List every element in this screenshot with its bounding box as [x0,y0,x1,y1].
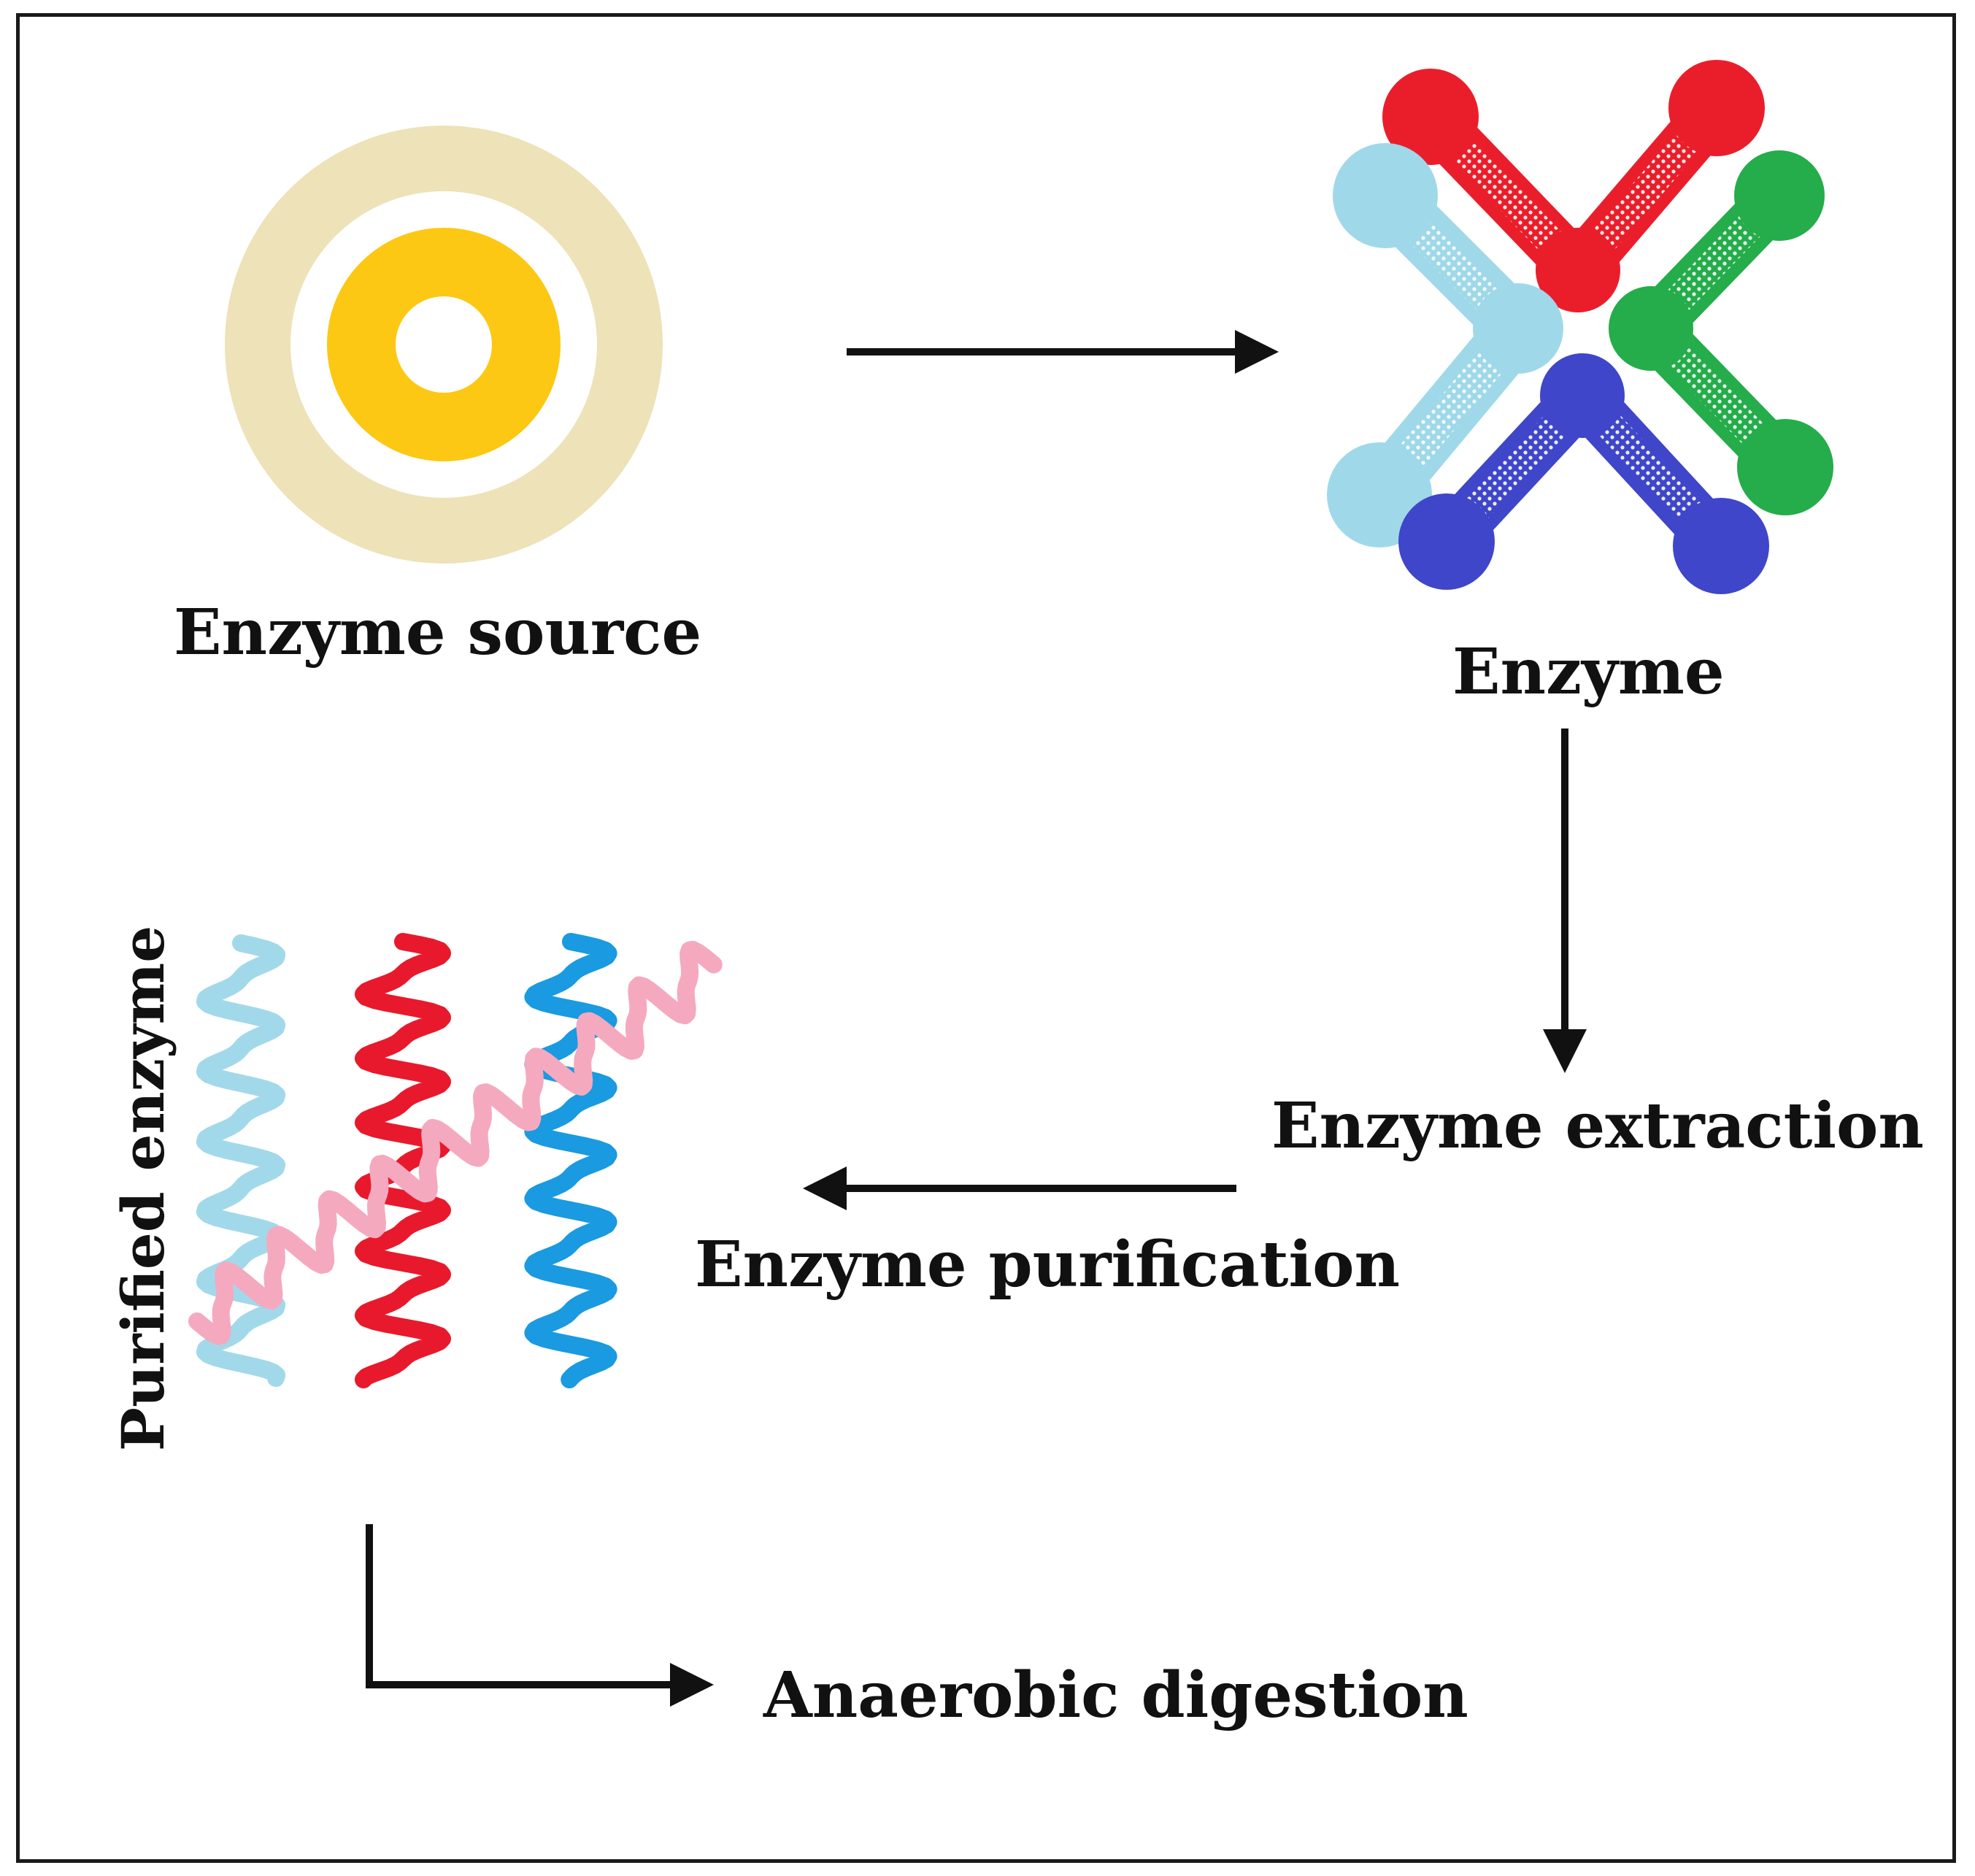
strand-red [355,933,451,1388]
enzyme-red-subunit [1382,60,1765,312]
purified-enzyme-strands [188,933,723,1388]
purified-enzyme-label: Purified enzyme [109,925,177,1452]
enzyme-purification-label: Enzyme purification [695,1228,1401,1302]
enzyme-icon [1327,60,1833,594]
enzyme-light-blue-subunit [1327,143,1563,547]
enzyme-source-icon [225,126,663,564]
figure-border [16,13,1956,1863]
enzyme-dark-blue-subunit [1398,353,1769,594]
arrow-to-anaerobic-digestion [366,1524,714,1707]
strand-pink [188,940,723,1345]
enzyme-label: Enzyme [1452,635,1725,709]
source-center [396,296,492,393]
strand-blue [524,933,617,1388]
enzyme-extraction-label: Enzyme extraction [1271,1089,1924,1163]
enzyme-green-subunit [1609,150,1833,515]
enzyme-source-label: Enzyme source [174,596,702,669]
anaerobic-digestion-label: Anaerobic digestion [763,1658,1468,1732]
